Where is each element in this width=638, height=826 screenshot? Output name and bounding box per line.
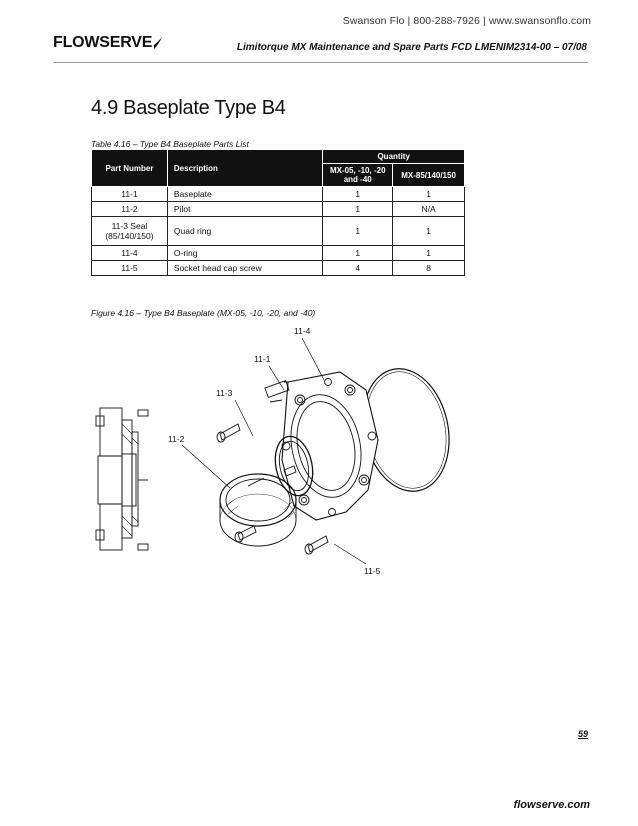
callout-leaders	[181, 337, 367, 565]
table-row: 11-4 O-ring 1 1	[91, 245, 465, 261]
table-caption: Table 4.16 – Type B4 Baseplate Parts Lis…	[91, 139, 249, 149]
qty-small-cell: 1	[322, 216, 394, 246]
callout-label: 11-4	[294, 326, 311, 336]
table-row: 11-3 Seal (85/140/150) Quad ring 1 1	[91, 216, 465, 246]
description-cell: O-ring	[166, 245, 324, 261]
cap-screw-part	[216, 423, 329, 555]
baseplate-exploded-drawing: 11-4 11-1 11-3 11-2 11-5	[95, 326, 450, 576]
callout-label: 11-1	[254, 354, 271, 364]
side-section-view	[95, 407, 149, 551]
qty-large-cell: 8	[392, 260, 465, 276]
parts-list-table: Part Number Description Quantity MX-05, …	[91, 149, 465, 276]
qty-large-cell: N/A	[392, 201, 465, 217]
qty-large-cell: 1	[392, 216, 465, 246]
qty-large-cell: 1	[392, 186, 465, 202]
part-number-cell: 11-2	[91, 201, 168, 217]
qty-small-cell: 4	[322, 260, 394, 276]
header-divider	[53, 62, 588, 63]
logo-swoosh-icon	[154, 37, 163, 49]
table-row: 11-5 Socket head cap screw 4 8	[91, 260, 465, 276]
contact-line: Swanson Flo | 800-288-7926 | www.swanson…	[342, 15, 591, 27]
pilot-part	[219, 473, 297, 547]
section-title: 4.9 Baseplate Type B4	[91, 97, 286, 119]
part-number-line2: (85/140/150)	[105, 231, 154, 241]
description-cell: Baseplate	[166, 186, 324, 202]
table-row: 11-2 Pilot 1 N/A	[91, 201, 465, 217]
part-number-cell: 11-1	[91, 186, 168, 202]
part-number-cell: 11-4	[91, 245, 168, 261]
description-cell: Socket head cap screw	[166, 260, 324, 276]
description-cell: Pilot	[166, 201, 324, 217]
qty-small-cell: 1	[322, 245, 394, 261]
baseplate-part	[264, 371, 379, 521]
header-qty-mx-large: MX-85/140/150	[392, 163, 465, 187]
callout-label: 11-3	[216, 388, 233, 398]
header-qty-mx-small: MX-05, -10, -20 and -40	[322, 163, 394, 187]
header-quantity: Quantity	[322, 149, 465, 164]
header-part-number: Part Number	[91, 149, 168, 187]
table-row: 11-1 Baseplate 1 1	[91, 186, 465, 202]
page-number: 59	[577, 729, 588, 739]
qty-small-cell: 1	[322, 186, 394, 202]
qty-small-cell: 1	[322, 201, 394, 217]
document-title: Limitorque MX Maintenance and Spare Part…	[236, 42, 587, 53]
header-description: Description	[166, 149, 324, 187]
flowserve-logo: FLOWSERVE	[53, 34, 163, 52]
brand-name: FLOWSERVE	[53, 34, 153, 51]
quad-ring-part	[274, 435, 314, 497]
part-number-cell: 11-5	[91, 260, 168, 276]
callout-label: 11-2	[168, 434, 185, 444]
part-number-line1: 11-3 Seal	[111, 221, 148, 231]
figure-caption: Figure 4.16 – Type B4 Baseplate (MX-05, …	[91, 308, 316, 318]
qty-large-cell: 1	[392, 245, 465, 261]
footer-website: flowserve.com	[513, 799, 590, 811]
callout-label: 11-5	[364, 566, 381, 576]
description-cell: Quad ring	[166, 216, 324, 246]
part-number-cell: 11-3 Seal (85/140/150)	[91, 216, 168, 246]
